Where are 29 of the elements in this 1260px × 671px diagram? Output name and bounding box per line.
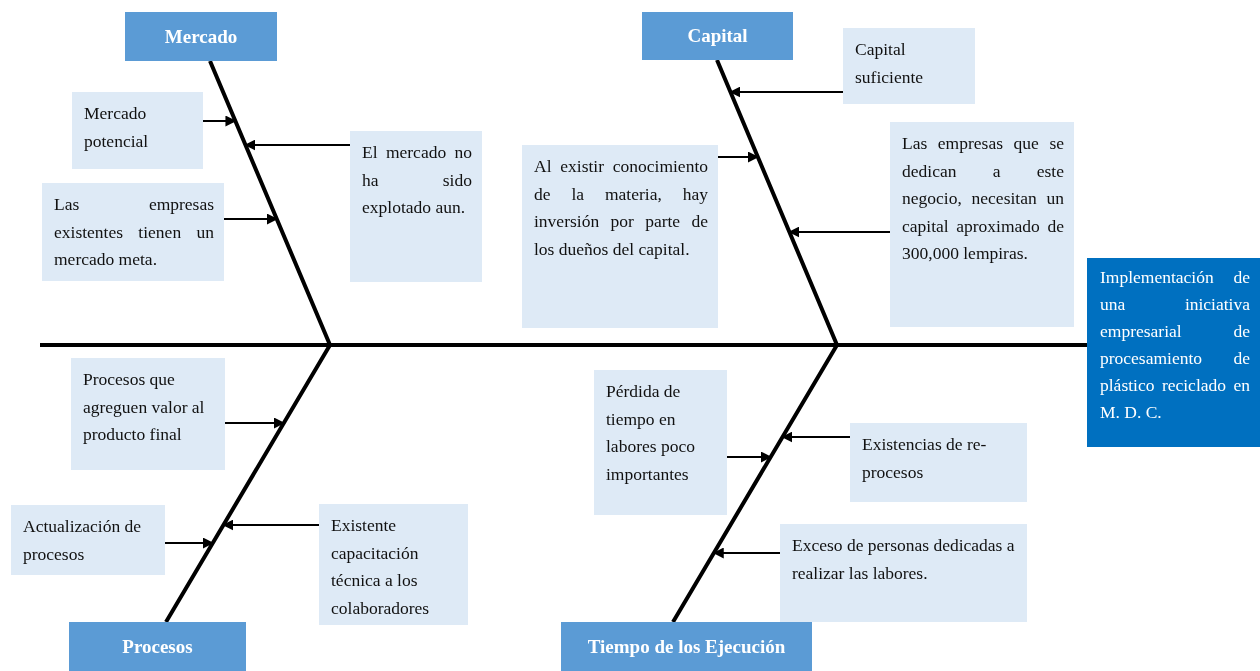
arrow — [788, 226, 891, 238]
cause-box: El mercado no ha sido explotado aun. — [350, 131, 482, 282]
arrow — [781, 431, 851, 443]
arrow — [717, 151, 759, 163]
cause-box: Procesos que agreguen valor al producto final — [71, 358, 225, 470]
arrow — [222, 519, 320, 531]
category-box: Mercado — [125, 12, 277, 61]
arrow — [223, 213, 278, 225]
arrow — [164, 537, 214, 549]
arrow — [712, 547, 781, 559]
arrow — [726, 451, 772, 463]
cause-box: Capital suficiente — [843, 28, 975, 104]
category-box: Procesos — [69, 622, 246, 671]
cause-box: Las empresas existentes tienen un mercado meta. — [42, 183, 224, 281]
arrow — [729, 86, 844, 98]
cause-box: Existencias de re-procesos — [850, 423, 1027, 502]
cause-box: Existente capacitación técnica a los colaboradores — [319, 504, 468, 625]
arrow — [224, 417, 285, 429]
effect-box: Implementación de una iniciativa empresarial de procesamiento de plástico reciclado en M. D. C. — [1087, 258, 1260, 447]
category-box: Capital — [642, 12, 793, 60]
category-box: Tiempo de los Ejecución — [561, 622, 812, 671]
arrow — [244, 139, 351, 151]
cause-box: Las empresas que se dedican a este negocio, necesitan un capital aproximado de 300,000 lempiras. — [890, 122, 1074, 327]
arrow — [202, 115, 237, 127]
cause-box: Al existir conocimiento de la materia, hay inversión por parte de los dueños del capital. — [522, 145, 718, 328]
cause-box: Pérdida de tiempo en labores poco importantes — [594, 370, 727, 515]
cause-box: Mercado potencial — [72, 92, 203, 169]
cause-box: Exceso de personas dedicadas a realizar las labores. — [780, 524, 1027, 622]
cause-box: Actualización de procesos — [11, 505, 165, 575]
